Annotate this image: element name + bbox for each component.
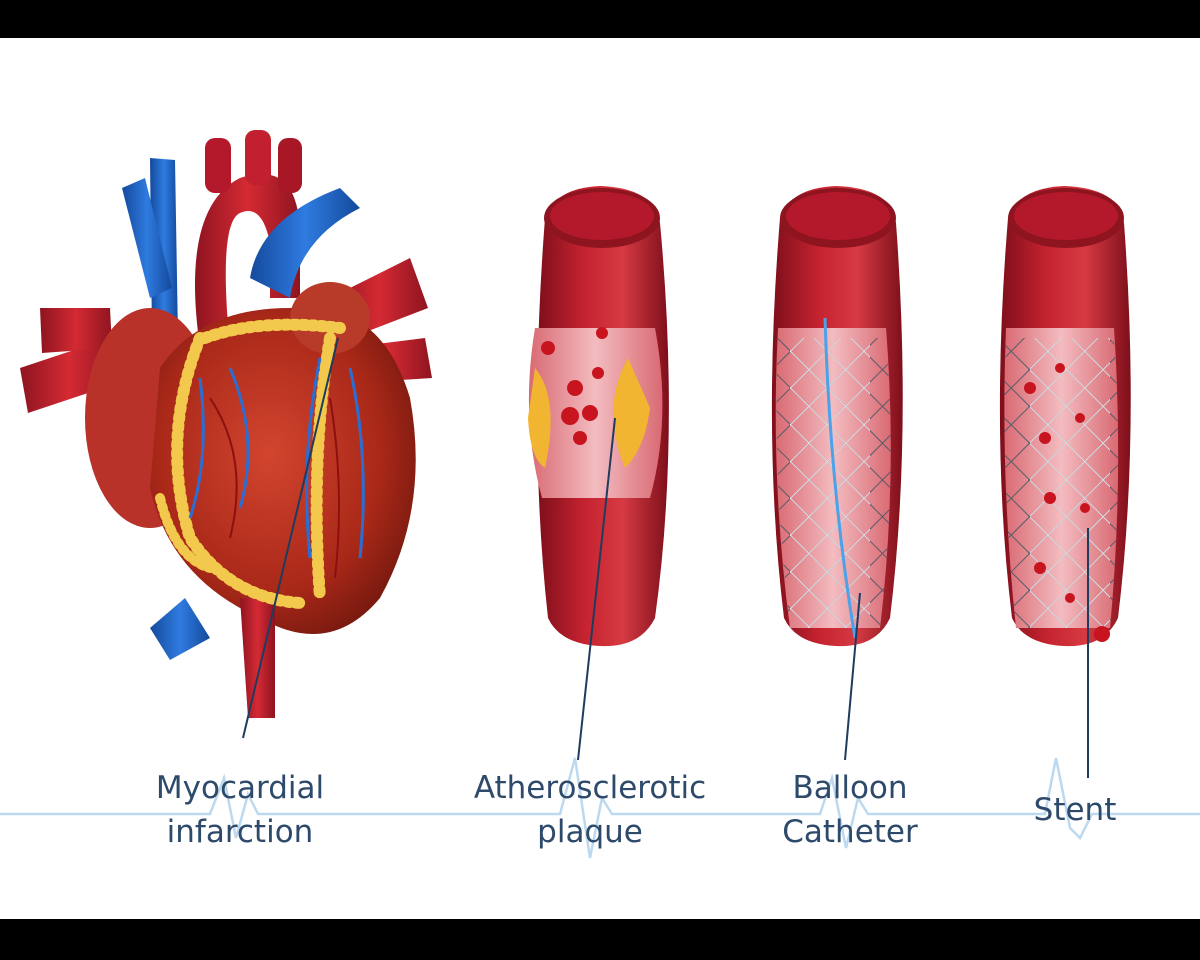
label-myocardial-line2: infarction: [166, 814, 314, 850]
label-myocardial-line1: Myocardial: [155, 770, 325, 806]
label-balloon-catheter: Balloon Catheter: [760, 766, 940, 854]
label-stent: Stent: [1010, 788, 1140, 832]
label-stent-line1: Stent: [1033, 792, 1117, 828]
stent-vessel: [999, 186, 1131, 647]
label-balloon-line1: Balloon: [792, 770, 908, 806]
ecg-trace: [0, 757, 1200, 859]
label-plaque-line1: Atherosclerotic: [473, 770, 707, 806]
plaque-vessel: [528, 186, 669, 647]
heart-illustration: [20, 130, 432, 718]
label-plaque-line2: plaque: [537, 814, 643, 850]
myocardial-pointer-line: [242, 337, 339, 739]
label-balloon-line2: Catheter: [782, 814, 918, 850]
balloon-pointer-line: [844, 592, 861, 761]
plaque-pointer-line: [577, 417, 616, 761]
illustration-canvas: Myocardial infarction Atherosclerotic pl…: [0, 38, 1200, 919]
balloon-catheter-vessel: [771, 186, 903, 647]
illustration-svg: [0, 130, 1200, 859]
label-myocardial-infarction: Myocardial infarction: [120, 766, 360, 854]
catheter-wire: [823, 317, 857, 639]
label-atherosclerotic-plaque: Atherosclerotic plaque: [450, 766, 730, 854]
bottom-letterbox-bar: [0, 919, 1200, 960]
top-letterbox-bar: [0, 0, 1200, 38]
